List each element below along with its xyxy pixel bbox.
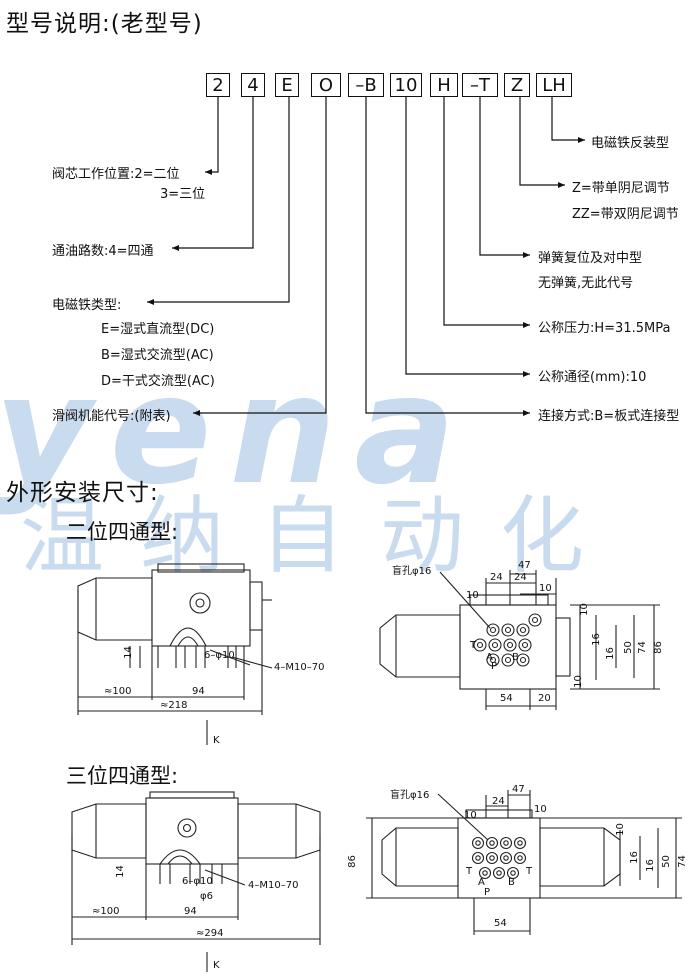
dim-3pos-16b: 16 (644, 859, 656, 872)
dim-2pos-16b: 16 (604, 647, 616, 660)
dim-3pos-86: 86 (346, 855, 358, 868)
dim-3pos-10c: 10 (614, 823, 626, 836)
dim-3pos-blind-hole: 盲孔φ16 (390, 790, 430, 801)
code-box-10: LH (536, 73, 572, 97)
dim-3pos-bolts: 4–M10–70 (248, 880, 299, 891)
port-3pos-b: B (508, 877, 515, 888)
dim-3pos-10a: 10 (534, 804, 547, 815)
label-function: 滑阀机能代号:(附表) (52, 409, 171, 424)
dim-3pos-294: ≈294 (196, 928, 224, 939)
code-box-2: 4 (241, 73, 265, 97)
port-2pos-b: B (512, 652, 519, 663)
label-spring: 弹簧复位及对中型 (538, 251, 643, 266)
port-2pos-t: T (470, 640, 477, 651)
dim-2pos-86: 86 (652, 641, 664, 654)
label-damper-double: ZZ=带双阴尼调节 (572, 207, 679, 222)
dim-2pos-24b: 24 (514, 572, 527, 583)
port-3pos-t: T (466, 866, 473, 877)
dim-3pos-54: 54 (494, 918, 507, 929)
code-box-7: H (430, 73, 458, 97)
label-position-2: 阀芯工作位置:2=二位 (52, 167, 180, 182)
dim-2pos-50: 50 (622, 641, 634, 654)
code-box-5: –B (348, 73, 384, 97)
dim-2pos-24a: 24 (490, 572, 503, 583)
drawing-2pos-side (77, 563, 273, 745)
page-title: 型号说明:(老型号) (6, 11, 203, 37)
watermark-latin: yena (0, 344, 474, 518)
dim-2pos-16a: 16 (590, 633, 602, 646)
port-3pos-t2: T (526, 866, 533, 877)
drawing-3pos-side (71, 791, 321, 972)
label-no-spring: 无弹簧,无此代号 (538, 276, 634, 291)
dim-3pos-16a: 16 (628, 851, 640, 864)
dim-2pos-14: 14 (122, 646, 134, 659)
port-3pos-p: P (484, 887, 491, 898)
dim-2pos-10b: 10 (466, 590, 479, 601)
port-2pos-a: A (486, 652, 493, 663)
watermark-chinese: 温纳自动化 (20, 487, 621, 585)
label-solenoid-b: B=湿式交流型(AC) (101, 348, 214, 363)
dim-2pos-20: 20 (538, 693, 551, 704)
code-box-9: Z (504, 73, 530, 97)
code-box-8: –T (462, 73, 498, 97)
dim-2pos-10a: 10 (539, 583, 552, 594)
port-2pos-p: P (491, 661, 498, 672)
drawing-3pos-plan (366, 790, 682, 935)
view-k-3pos: K (213, 960, 220, 971)
drawing-2pos-plan (379, 570, 660, 710)
dim-2pos-100: ≈100 (104, 686, 132, 697)
code-box-3: E (275, 73, 299, 97)
label-ports: 通油路数:4=四通 (52, 244, 154, 259)
dim-2pos-10d: 10 (572, 675, 584, 688)
code-box-6: 10 (390, 73, 422, 97)
label-diameter: 公称通径(mm):10 (538, 370, 647, 385)
section-dimensions-title: 外形安装尺寸: (6, 480, 159, 506)
port-3pos-a: A (478, 877, 485, 888)
dim-3pos-50: 50 (660, 855, 672, 868)
dim-3pos-24: 24 (492, 796, 505, 807)
label-connection: 连接方式:B=板式连接型 (538, 409, 680, 424)
dim-3pos-47: 47 (512, 784, 525, 795)
dim-2pos-218: ≈218 (160, 700, 188, 711)
dim-2pos-54: 54 (500, 693, 513, 704)
dim-3pos-100: ≈100 (92, 906, 120, 917)
dim-3pos-94: 94 (184, 906, 197, 917)
dim-2pos-10c: 10 (578, 603, 590, 616)
dim-2pos-blind-hole: 盲孔φ16 (392, 566, 432, 577)
dim-2pos-94: 94 (192, 686, 205, 697)
label-damper-single: Z=带单阴尼调节 (572, 181, 670, 196)
dim-2pos-47: 47 (518, 560, 531, 571)
label-solenoid-title: 电磁铁类型: (52, 298, 122, 313)
label-solenoid-e: E=湿式直流型(DC) (101, 322, 215, 337)
dim-3pos-14: 14 (114, 865, 126, 878)
dim-3pos-10b: 10 (464, 810, 477, 821)
label-pressure: 公称压力:H=31.5MPa (538, 321, 671, 336)
dim-2pos-bolts: 4–M10–70 (274, 662, 325, 673)
code-box-1: 2 (206, 73, 230, 97)
dim-2pos-6-phi10: 6–φ10 (204, 650, 235, 661)
section-3pos-title: 三位四通型: (66, 764, 179, 788)
label-solenoid-d: D=干式交流型(AC) (101, 374, 215, 389)
section-2pos-title: 二位四通型: (66, 520, 179, 544)
label-reverse: 电磁铁反装型 (591, 136, 670, 151)
label-position-3: 3=三位 (160, 187, 206, 202)
view-k-2pos: K (213, 735, 220, 746)
dim-3pos-74: 74 (676, 855, 688, 868)
dim-3pos-phi6: φ6 (200, 891, 213, 902)
dim-3pos-6-phi10: 6–φ10 (182, 876, 213, 887)
code-box-4: O (311, 73, 341, 97)
dim-2pos-74: 74 (636, 641, 648, 654)
